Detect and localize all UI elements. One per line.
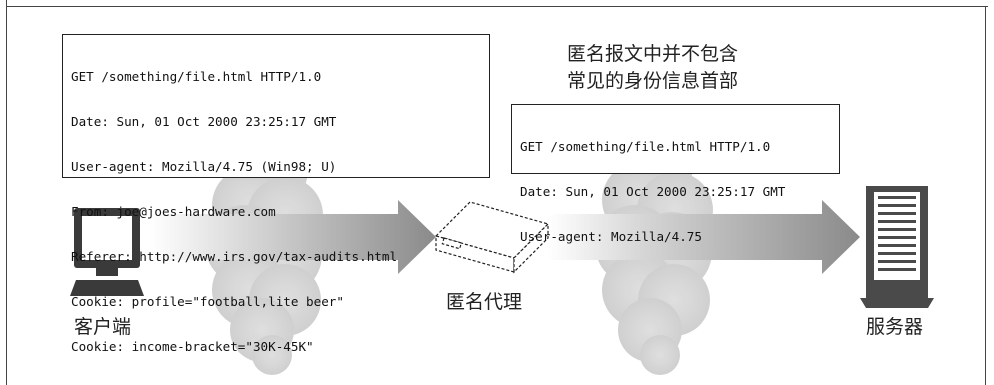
- note-line-1: 匿名报文中并不包含: [567, 43, 739, 65]
- referer-header: Referer: http://www.irs.gov/tax-audits.h…: [71, 249, 398, 264]
- cookie-header-income: Cookie: income-bracket="30K-45K": [71, 339, 314, 354]
- computer-icon: [70, 208, 144, 296]
- user-agent-header: User-agent: Mozilla/4.75 (Win98; U): [71, 159, 337, 174]
- request-line: GET /something/file.html HTTP/1.0: [71, 69, 322, 84]
- client-label: 客户端: [74, 316, 132, 338]
- frame-top-border: [6, 6, 988, 7]
- anonymized-request-box: GET /something/file.html HTTP/1.0 Date: …: [511, 104, 840, 244]
- user-agent-header: User-agent: Mozilla/4.75: [520, 229, 702, 244]
- note-line-2: 常见的身份信息首部: [567, 70, 739, 92]
- frame-left-border: [6, 0, 7, 385]
- date-header: Date: Sun, 01 Oct 2000 23:25:17 GMT: [71, 114, 337, 129]
- frame-right-border: [985, 6, 986, 385]
- date-header: Date: Sun, 01 Oct 2000 23:25:17 GMT: [520, 184, 786, 199]
- request-line: GET /something/file.html HTTP/1.0: [520, 139, 771, 154]
- proxy-label: 匿名代理: [446, 291, 523, 313]
- cookie-header-profile: Cookie: profile="football,lite beer": [71, 294, 344, 309]
- original-request-box: GET /something/file.html HTTP/1.0 Date: …: [62, 34, 490, 354]
- proxy-box-icon: [434, 201, 550, 274]
- anonymous-note: 匿名报文中并不包含 常见的身份信息首部: [567, 41, 738, 95]
- server-label: 服务器: [866, 316, 924, 338]
- server-icon: [860, 186, 934, 308]
- arrow-icon-proxy-to-server: [548, 200, 860, 274]
- from-header: From: joe@joes-hardware.com: [71, 204, 276, 219]
- arrow-icon-client-to-proxy: [150, 200, 436, 274]
